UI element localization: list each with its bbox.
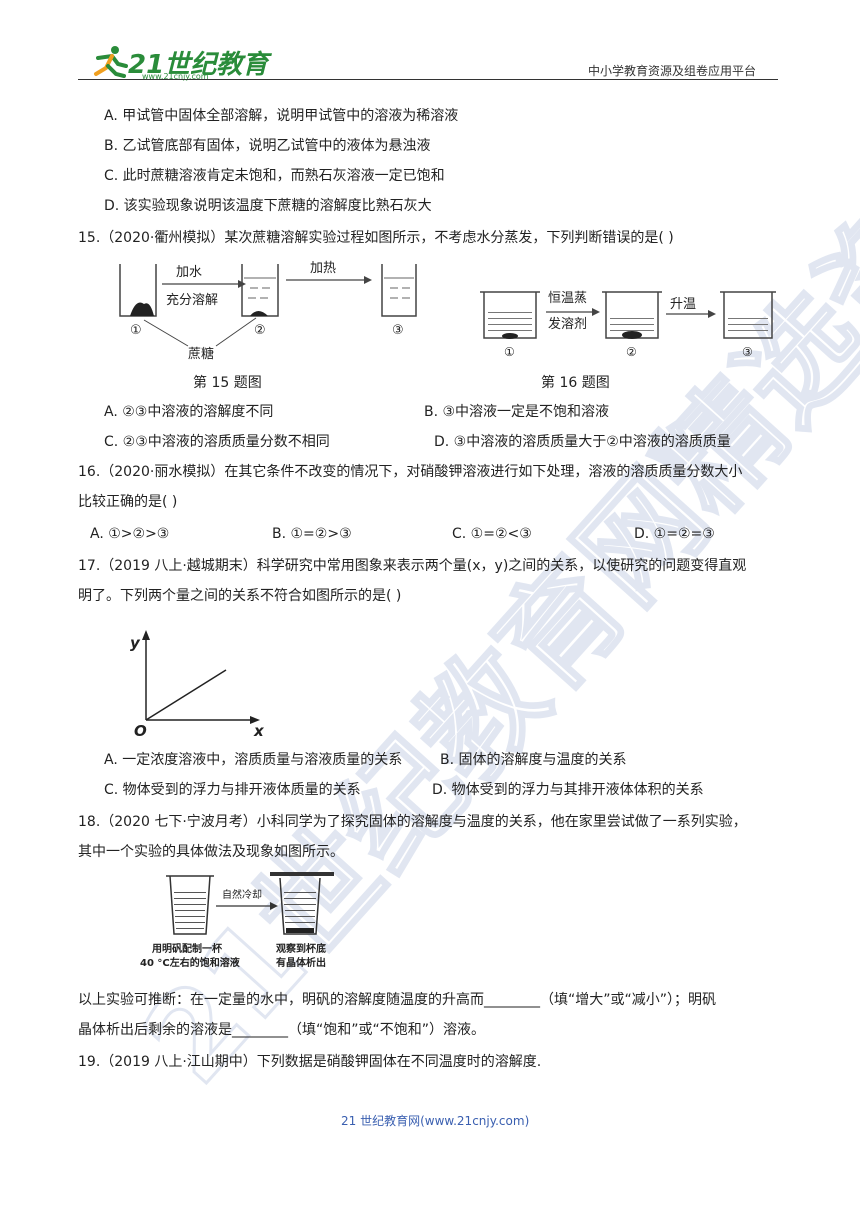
runner-logo-icon bbox=[94, 46, 128, 78]
q17-stem-line2: 明了。下列两个量之间的关系不符合如图所示的是( ) bbox=[78, 588, 402, 604]
q16-option-a: A. ①>②>③ bbox=[90, 526, 170, 542]
logo-text: 21世纪教育 bbox=[128, 50, 269, 80]
q17-option-c: C. 物体受到的浮力与排开液体质量的关系 bbox=[104, 782, 361, 798]
q17-option-a: A. 一定浓度溶液中，溶质质量与溶液质量的关系 bbox=[104, 752, 403, 768]
q18-fill-line2: 晶体析出后剩余的溶液是________（填“饱和”或“不饱和”）溶液。 bbox=[78, 1022, 486, 1038]
q14-option-d: D. 该实验现象说明该温度下蔗糖的溶解度比熟石灰大 bbox=[104, 198, 432, 214]
q18-cup-right bbox=[279, 877, 321, 935]
header-divider bbox=[78, 79, 778, 80]
proportional-line bbox=[145, 669, 227, 721]
q14-option-c: C. 此时蔗糖溶液肯定未饱和，而熟石灰溶液一定已饱和 bbox=[104, 168, 445, 184]
q18-right-caption-1: 观察到杯底 bbox=[276, 942, 326, 955]
q16-caption: 第 16 题图 bbox=[541, 375, 610, 391]
q15-caption: 第 15 题图 bbox=[193, 375, 262, 391]
beaker-2 bbox=[241, 264, 279, 317]
q15-label-add-water: 加水 bbox=[176, 265, 202, 280]
q15-stem: 15.（2020·衢州模拟）某次蔗糖溶解实验过程如图所示，不考虑水分蒸发，下列判… bbox=[78, 230, 674, 246]
q15-figure: 加水 充分溶解 加热 ① ② ③ 蔗糖 bbox=[119, 261, 417, 362]
q18-fill-line1: 以上实验可推断：在一定量的水中，明矾的溶解度随温度的升高而________（填“… bbox=[78, 992, 717, 1008]
q15-option-c: C. ②③中溶液的溶质质量分数不相同 bbox=[104, 434, 330, 450]
q18-arrow-label: 自然冷却 bbox=[222, 888, 262, 901]
q16-option-d: D. ①=②=③ bbox=[634, 526, 715, 542]
platform-name: 中小学教育资源及组卷应用平台 bbox=[588, 64, 757, 78]
q16-label-evap1: 恒温蒸 bbox=[548, 291, 587, 306]
q18-right-caption-2: 有晶体析出 bbox=[276, 956, 326, 969]
beaker-3 bbox=[381, 264, 417, 317]
q16-option-b: B. ①=②>③ bbox=[272, 526, 352, 542]
x-axis-label: x bbox=[253, 722, 265, 740]
q19-stem: 19.（2019 八上·江山期中）下列数据是硝酸钾固体在不同温度时的溶解度. bbox=[78, 1054, 542, 1070]
q18-stem-line2: 其中一个实验的具体做法及现象如图所示。 bbox=[78, 844, 344, 860]
q16-num-2: ② bbox=[626, 345, 637, 359]
q15-num-1: ① bbox=[130, 323, 142, 338]
q17-graph: y x O bbox=[130, 630, 265, 740]
q18-figure: 自然冷却 用明矾配制一杯 40 °C左右的饱和溶液 观察到杯底 有晶体析出 bbox=[140, 872, 334, 969]
q18-stem-line1: 18.（2020 七下·宁波月考）小科同学为了探究固体的溶解度与温度的关系，他在… bbox=[78, 814, 747, 830]
q16-num-3: ③ bbox=[742, 345, 753, 359]
q15-label-dissolve: 充分溶解 bbox=[166, 292, 218, 308]
origin-label: O bbox=[134, 722, 147, 740]
q15-num-2: ② bbox=[254, 323, 266, 338]
q16-num-1: ① bbox=[504, 345, 515, 359]
crystals bbox=[286, 928, 314, 933]
y-axis-label: y bbox=[130, 634, 141, 652]
footer: 21 世纪教育网(www.21cnjy.com) bbox=[341, 1114, 530, 1128]
q15-label-sugar: 蔗糖 bbox=[188, 346, 214, 362]
sugar-pile bbox=[130, 302, 154, 316]
q16-option-c: C. ①=②<③ bbox=[452, 526, 532, 542]
logo-url: www.21cnjy.com bbox=[142, 72, 209, 81]
q16-beaker-3 bbox=[723, 292, 773, 339]
q18-left-caption-2: 40 °C左右的饱和溶液 bbox=[140, 956, 240, 969]
q15-num-3: ③ bbox=[392, 323, 404, 338]
q16-beaker-1 bbox=[483, 292, 537, 339]
q15-option-d: D. ③中溶液的溶质质量大于②中溶液的溶质质量 bbox=[434, 434, 731, 450]
q16-label-heat: 升温 bbox=[670, 297, 696, 312]
q16-figure: 恒温蒸 发溶剂 升温 ① ② ③ bbox=[480, 291, 776, 359]
q16-stem-line1: 16.（2020·丽水模拟）在其它条件不改变的情况下，对硝酸钾溶液进行如下处理，… bbox=[78, 464, 743, 480]
q15-label-heat: 加热 bbox=[310, 261, 336, 276]
q17-option-b: B. 固体的溶解度与温度的关系 bbox=[440, 752, 627, 768]
q17-stem-line1: 17.（2019 八上·越城期末）科学研究中常用图象来表示两个量(x，y)之间的… bbox=[78, 558, 747, 574]
q14-option-b: B. 乙试管底部有固体，说明乙试管中的液体为悬浊液 bbox=[104, 138, 431, 154]
q16-label-evap2: 发溶剂 bbox=[548, 316, 587, 332]
q16-stem-line2: 比较正确的是( ) bbox=[78, 494, 178, 510]
q14-option-a: A. 甲试管中固体全部溶解，说明甲试管中的溶液为稀溶液 bbox=[104, 108, 459, 124]
q18-left-caption-1: 用明矾配制一杯 bbox=[151, 942, 223, 955]
q15-option-a: A. ②③中溶液的溶解度不同 bbox=[104, 404, 274, 420]
q18-cup-left bbox=[169, 875, 211, 935]
q15-option-b: B. ③中溶液一定是不饱和溶液 bbox=[424, 404, 610, 420]
q17-option-d: D. 物体受到的浮力与其排开液体体积的关系 bbox=[432, 782, 704, 798]
